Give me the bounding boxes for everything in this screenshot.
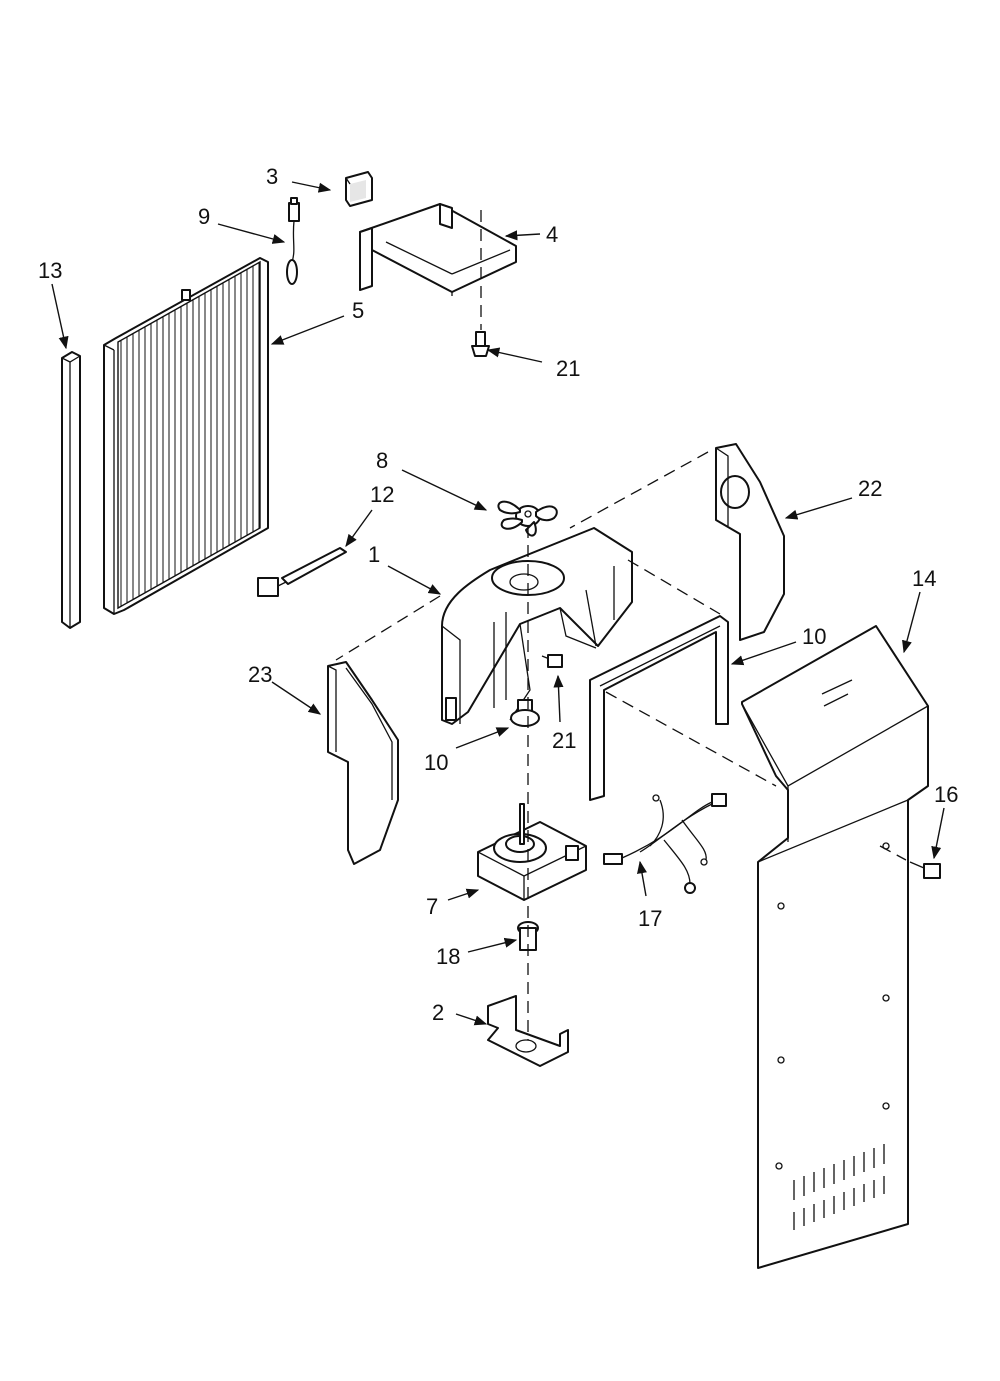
part-23-baffle <box>327 661 399 865</box>
part-13-gasket <box>589 615 729 801</box>
callout-18: 16 <box>934 782 958 807</box>
callout-8: 8 <box>376 448 388 473</box>
leader-lines <box>51 181 945 1026</box>
callout-12: 17 <box>638 906 662 931</box>
part-22-baffle <box>715 443 785 641</box>
assembly-lines <box>335 451 907 1040</box>
part-12-wire-harness <box>603 793 727 894</box>
part-2-motor-bracket <box>487 995 569 1067</box>
part-9-sensor <box>286 197 300 285</box>
callout-14: 12 <box>370 482 394 507</box>
part-3-clip <box>345 171 373 207</box>
callout-1: 1 <box>368 542 380 567</box>
callout-9: 9 <box>198 204 210 229</box>
part-8-fan-blade <box>497 500 558 537</box>
callout-3: 3 <box>266 164 278 189</box>
callout-23: 23 <box>248 662 272 687</box>
callout-21-mid: 21 <box>552 728 576 753</box>
callout-17: 14 <box>912 566 936 591</box>
part-14-cable-tie <box>257 547 347 597</box>
part-21-screw-mid <box>541 654 563 668</box>
callout-10-lower: 18 <box>436 944 460 969</box>
callout-22: 22 <box>858 476 882 501</box>
callout-4: 4 <box>546 222 558 247</box>
callout-21-top: 21 <box>556 356 580 381</box>
callout-labels: 3 9 4 13 5 21 8 12 22 1 14 10 23 21 10 1… <box>38 164 958 1025</box>
callout-13: 10 <box>802 624 826 649</box>
part-7-fan-motor <box>477 803 587 901</box>
callout-10-upper: 10 <box>424 750 448 775</box>
part-21-screw-top <box>471 331 490 357</box>
part-1-fan-shroud <box>441 527 633 725</box>
part-5-evaporator-panel <box>103 257 269 615</box>
part-17-rear-panel <box>741 625 929 1269</box>
callout-7: 7 <box>426 894 438 919</box>
part-18-screw <box>909 861 941 879</box>
callout-5: 5 <box>352 298 364 323</box>
callout-16: 13 <box>38 258 62 283</box>
part-16-strip <box>61 351 81 629</box>
part-10-grommet-upper <box>510 699 540 727</box>
part-4-bracket <box>359 203 517 330</box>
callout-2: 2 <box>432 1000 444 1025</box>
